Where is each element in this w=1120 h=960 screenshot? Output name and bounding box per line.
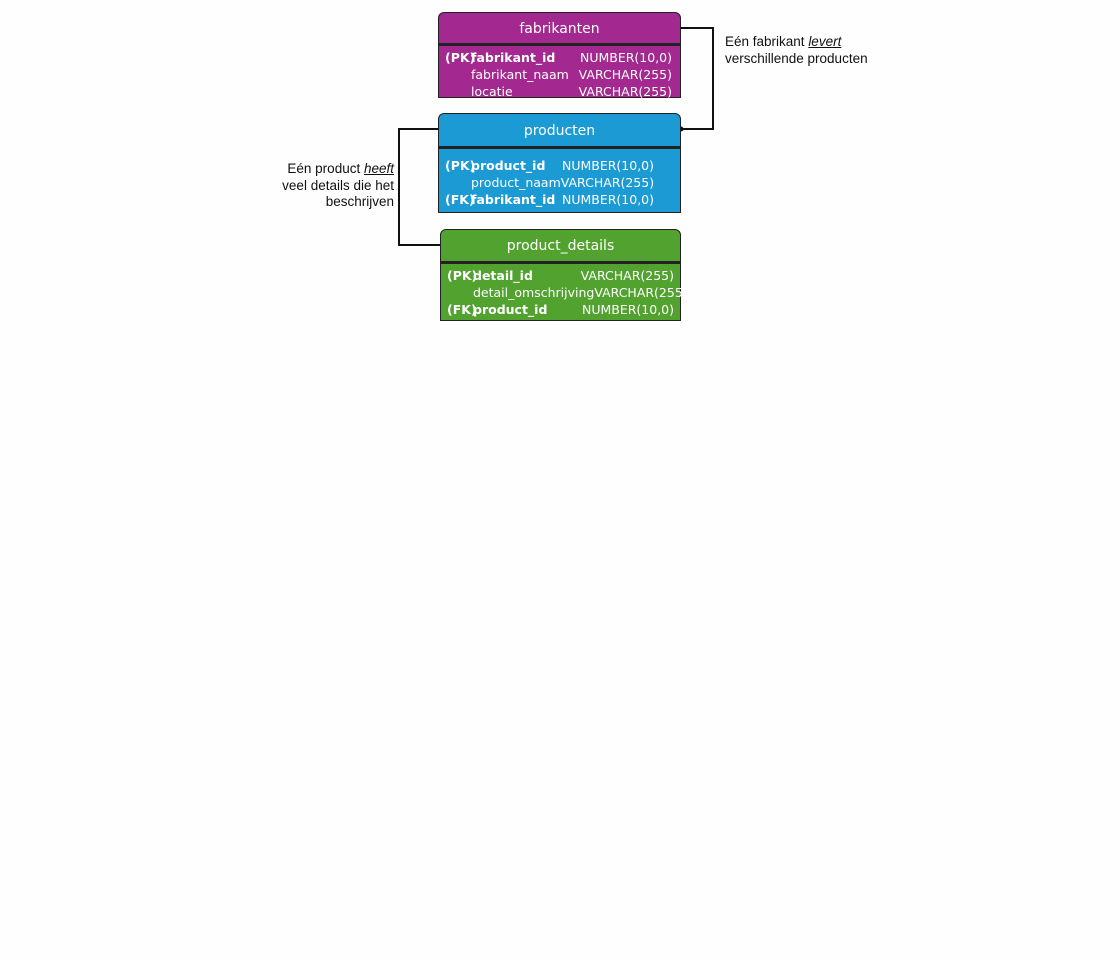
column-name: locatie: [471, 84, 513, 99]
note-text: veel details die het beschrijven: [282, 177, 394, 210]
key-badge: (PK): [447, 268, 478, 283]
column-type: NUMBER(10,0): [561, 158, 654, 173]
relationship-note-levert: Eén fabrikant levert verschillende produ…: [725, 34, 885, 67]
column-name: product_id: [471, 158, 546, 173]
table-fabrikanten[interactable]: fabrikanten (PK)fabrikant_id NUMBER(10,0…: [438, 12, 681, 100]
column-row: (PK)product_id NUMBER(10,0): [445, 157, 674, 174]
note-emphasis: levert: [808, 34, 842, 49]
column-name: fabrikant_id: [471, 50, 556, 65]
column-name: product_naam: [471, 175, 561, 190]
column-row: (PK)detail_id VARCHAR(255): [447, 267, 674, 284]
column-type: VARCHAR(255): [578, 67, 672, 82]
column-row: product_naam VARCHAR(255): [445, 174, 674, 191]
column-name: detail_omschrijving: [473, 285, 595, 300]
table-header: producten: [438, 113, 681, 147]
table-columns: (PK)product_id NUMBER(10,0) product_naam…: [438, 147, 681, 213]
note-emphasis: heeft: [363, 161, 394, 176]
table-header: fabrikanten: [438, 12, 681, 44]
column-type: NUMBER(10,0): [579, 50, 672, 65]
column-type: VARCHAR(255): [560, 175, 655, 190]
column-type: VARCHAR(255): [580, 268, 674, 283]
column-type: VARCHAR(255): [594, 285, 688, 300]
key-badge: (FK): [445, 192, 475, 207]
table-header: product_details: [440, 229, 681, 262]
table-columns: (PK)detail_id VARCHAR(255) detail_omschr…: [440, 262, 688, 321]
column-name: fabrikant_id: [471, 192, 556, 207]
column-type: NUMBER(10,0): [561, 192, 654, 207]
column-row: detail_omschrijving VARCHAR(255): [447, 284, 688, 301]
note-text: verschillende producten: [725, 50, 868, 66]
key-badge: (PK): [445, 50, 476, 65]
key-badge: (PK): [445, 158, 476, 173]
column-name: product_id: [473, 302, 548, 317]
column-row: fabrikant_naam VARCHAR(255): [445, 66, 674, 83]
column-name: detail_id: [473, 268, 533, 283]
connector-fabrikanten-producten: [681, 27, 714, 130]
table-columns: (PK)fabrikant_id NUMBER(10,0) fabrikant_…: [438, 44, 681, 100]
table-producten[interactable]: producten (PK)product_id NUMBER(10,0) pr…: [438, 113, 681, 213]
column-row: (FK)product_id NUMBER(10,0): [447, 301, 674, 318]
column-name: fabrikant_naam: [471, 67, 569, 82]
column-type: VARCHAR(255): [578, 84, 672, 99]
note-text: Eén product: [287, 161, 364, 176]
connector-producten-details: [398, 128, 440, 246]
key-badge: (FK): [447, 302, 477, 317]
column-type: NUMBER(10,0): [581, 302, 674, 317]
column-row: locatie VARCHAR(255): [445, 83, 674, 100]
column-row: (PK)fabrikant_id NUMBER(10,0): [445, 49, 674, 66]
note-text: Eén fabrikant: [725, 34, 809, 49]
table-product-details[interactable]: product_details (PK)detail_id VARCHAR(25…: [440, 229, 688, 321]
relationship-note-heeft: Eén product heeft veel details die het b…: [270, 161, 394, 211]
column-row: (FK)fabrikant_id NUMBER(10,0): [445, 191, 674, 208]
